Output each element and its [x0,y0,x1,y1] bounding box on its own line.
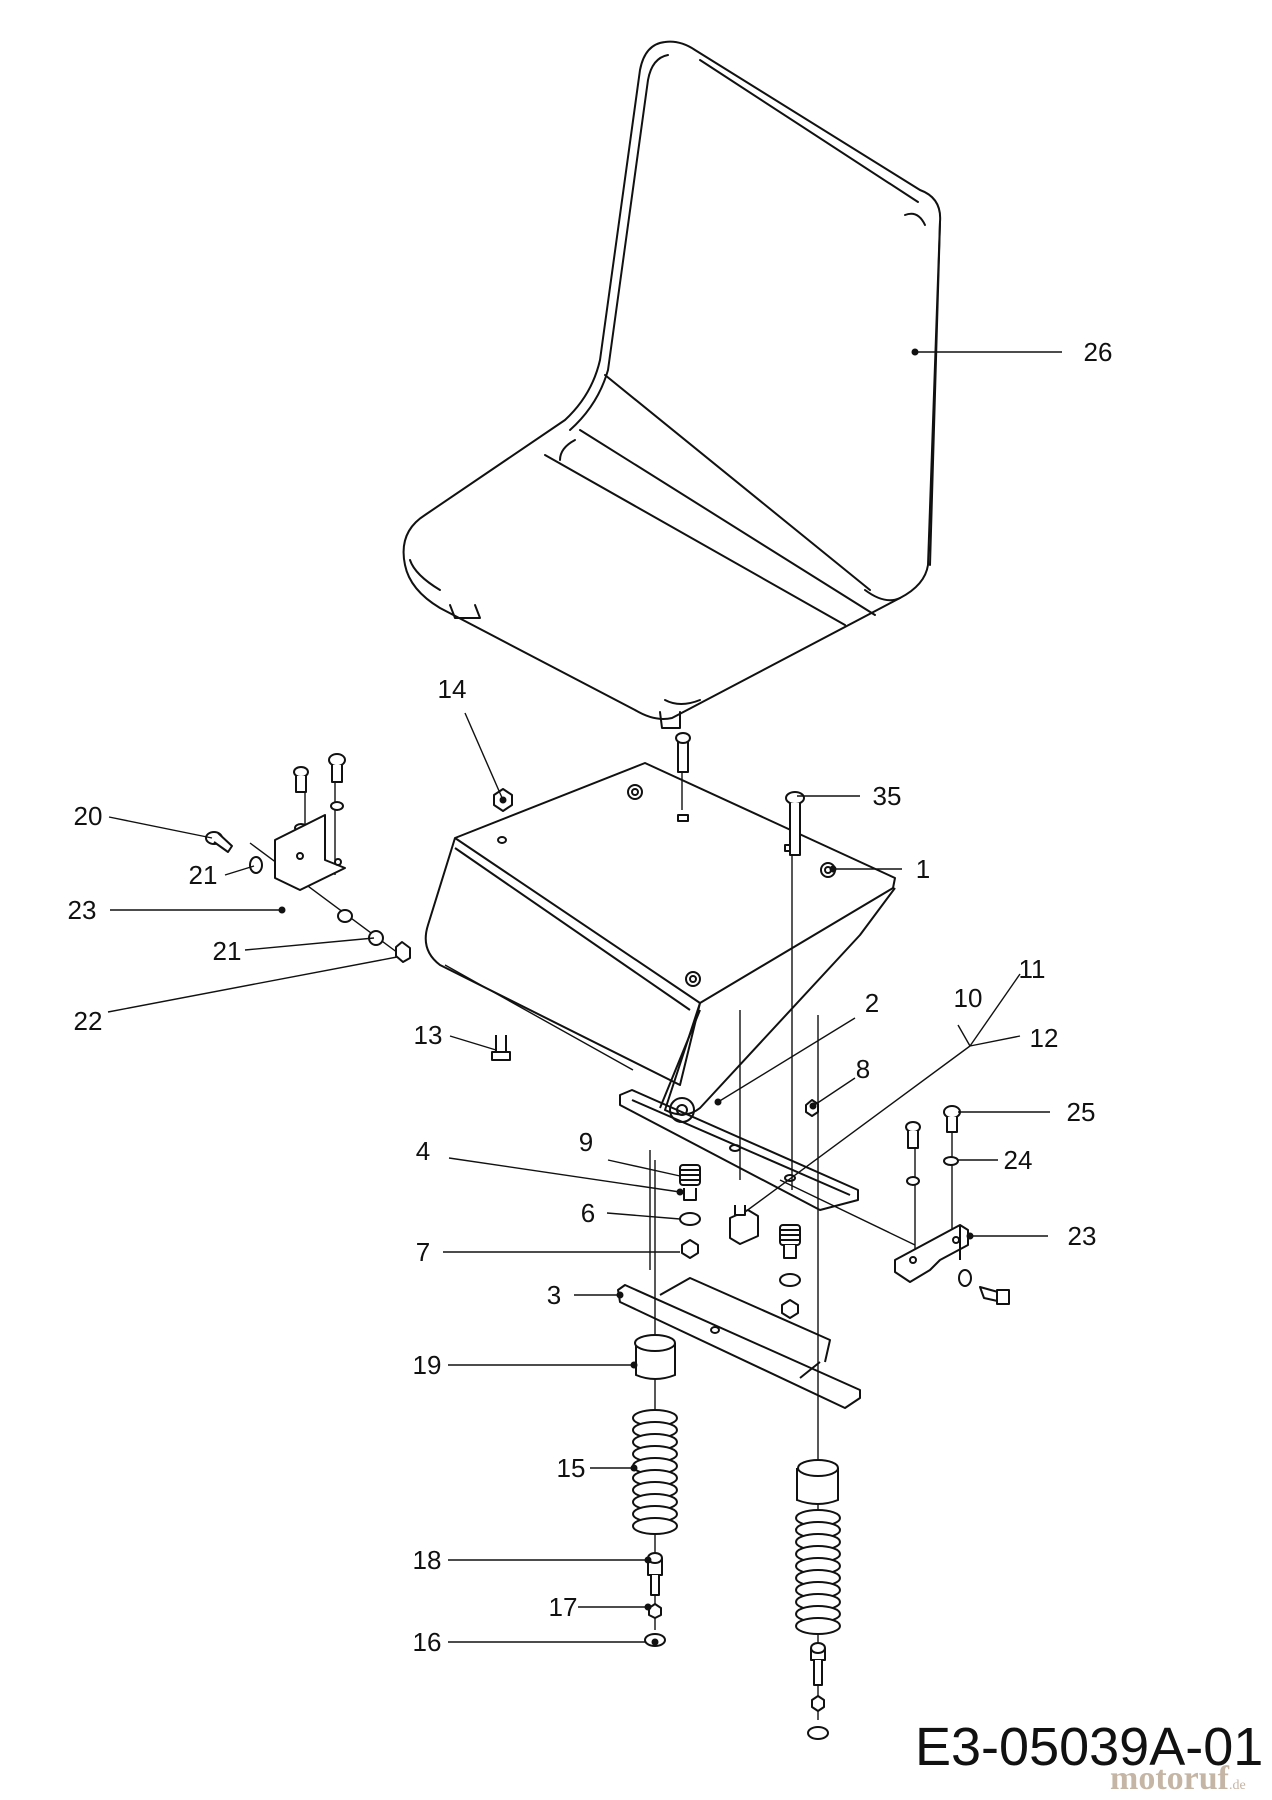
callout-35: 35 [873,781,902,811]
callout-22: 22 [74,1006,103,1036]
seat-base-plate [424,762,896,1116]
callout-6: 6 [581,1198,595,1228]
callout-16: 16 [413,1627,442,1657]
callout-24: 24 [1004,1145,1033,1175]
assembly-centerlines [249,750,953,1720]
callout-4: 4 [416,1136,430,1166]
seat-brackets [274,814,969,1283]
callout-20: 20 [74,801,103,831]
callout-2: 2 [865,988,879,1018]
lower-slide-rail [617,1277,861,1409]
fasteners [205,732,1010,1740]
callout-labels: 26 14 35 1 20 21 23 21 22 13 2 11 10 12 … [68,337,1113,1657]
callout-21-top: 21 [189,860,218,890]
watermark-logo: motoruf.de [1110,1760,1246,1798]
callout-10: 10 [954,983,983,1013]
suspension-springs [632,1334,841,1635]
callout-15: 15 [557,1453,586,1483]
callout-11: 11 [1019,954,1046,984]
watermark-suffix: .de [1228,1778,1246,1793]
leader-dots [278,348,974,1646]
callout-7: 7 [416,1237,430,1267]
callout-9: 9 [579,1127,593,1157]
callout-18: 18 [413,1545,442,1575]
upper-slide-rail [619,1089,859,1211]
callout-23-left: 23 [68,895,97,925]
callout-19: 19 [413,1350,442,1380]
callout-12: 12 [1030,1023,1059,1053]
callout-3: 3 [547,1280,561,1310]
callout-1: 1 [916,854,930,884]
callout-21-bottom: 21 [213,936,242,966]
callout-25: 25 [1067,1097,1096,1127]
callout-26: 26 [1084,337,1113,367]
callout-13: 13 [414,1020,443,1050]
right-spring [795,1509,841,1635]
callout-17: 17 [549,1592,578,1622]
seat [402,40,942,729]
callout-8: 8 [856,1054,870,1084]
callout-14: 14 [438,674,467,704]
callout-23-right: 23 [1068,1221,1097,1251]
leader-lines [107,351,1062,1643]
watermark-text: motoruf [1110,1760,1229,1797]
drawing-number: E3-05039A-01 [915,1717,1264,1777]
left-spring [632,1409,678,1535]
